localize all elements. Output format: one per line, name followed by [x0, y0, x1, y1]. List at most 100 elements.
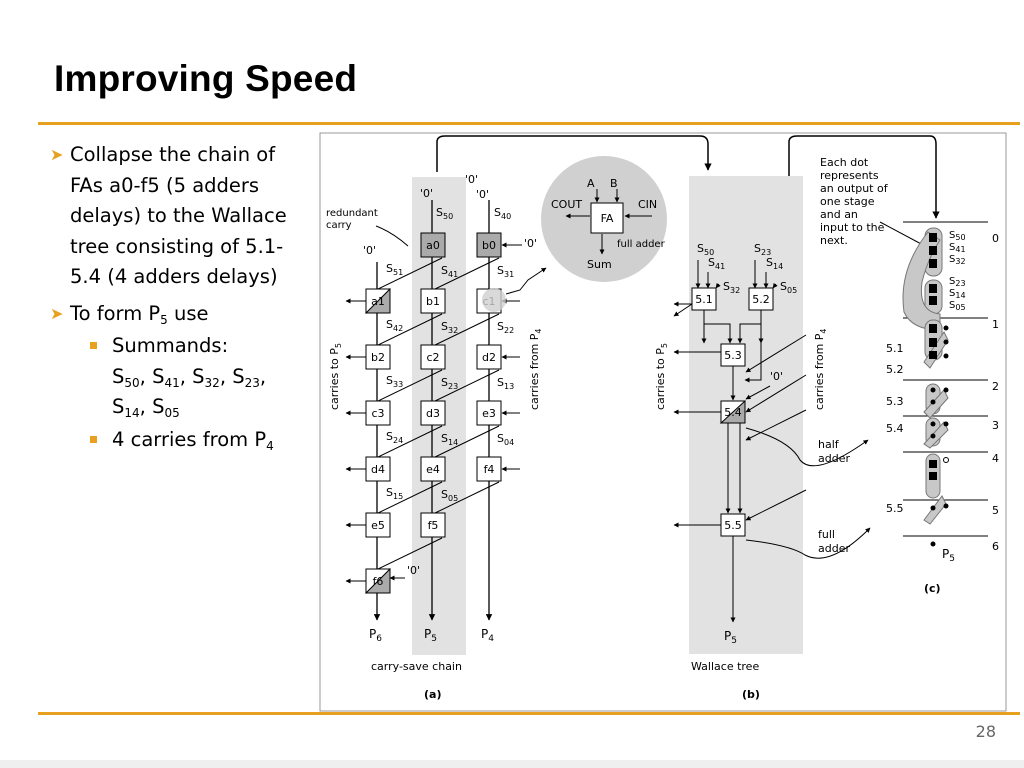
svg-text:d3: d3	[426, 407, 440, 420]
svg-text:5: 5	[992, 504, 999, 517]
svg-text:(a): (a)	[424, 688, 441, 701]
svg-text:5.5: 5.5	[724, 519, 742, 532]
bullet-list: ➤ Collapse the chain of FAs a0-f5 (5 add…	[50, 140, 325, 455]
svg-text:CIN: CIN	[638, 198, 657, 211]
svg-text:(b): (b)	[742, 688, 760, 701]
svg-text:B: B	[610, 177, 618, 190]
svg-text:6: 6	[992, 540, 999, 553]
svg-text:one stage: one stage	[820, 195, 875, 208]
svg-text:S14: S14	[949, 288, 966, 300]
svg-text:P5: P5	[724, 629, 737, 646]
svg-text:b2: b2	[371, 351, 385, 364]
dot-diagram: Each dot represents an output of one sta…	[820, 156, 999, 595]
svg-text:adder: adder	[818, 542, 850, 555]
svg-text:full: full	[818, 528, 835, 541]
svg-text:P5: P5	[424, 627, 437, 644]
svg-text:3: 3	[992, 419, 999, 432]
svg-text:COUT: COUT	[551, 198, 582, 211]
svg-text:5.4: 5.4	[886, 422, 904, 435]
svg-text:carries from P4: carries from P4	[528, 328, 543, 410]
svg-text:'0': '0'	[770, 370, 783, 383]
svg-text:e3: e3	[482, 407, 496, 420]
svg-text:P6: P6	[369, 627, 382, 644]
svg-text:1: 1	[992, 318, 999, 331]
svg-text:'0': '0'	[524, 237, 537, 250]
svg-text:S05: S05	[949, 300, 966, 312]
top-divider	[38, 122, 1020, 125]
svg-text:S41: S41	[949, 242, 966, 254]
svg-text:adder: adder	[818, 452, 850, 465]
svg-text:S22: S22	[497, 320, 514, 335]
connector-a-to-b	[436, 135, 712, 172]
square-bullet-icon	[90, 342, 97, 349]
svg-text:half: half	[818, 438, 840, 451]
svg-text:Each dot: Each dot	[820, 156, 869, 169]
svg-text:S31: S31	[497, 264, 514, 279]
svg-text:Wallace tree: Wallace tree	[691, 660, 759, 673]
arrow-bullet-icon: ➤	[50, 303, 64, 323]
svg-text:carry-save chain: carry-save chain	[371, 660, 462, 673]
svg-text:d4: d4	[371, 463, 385, 476]
subbullet-carries: 4 carries from P4	[50, 425, 325, 456]
figure-frame	[319, 132, 1007, 712]
svg-text:f6: f6	[373, 575, 384, 588]
svg-text:redundant: redundant	[326, 208, 378, 219]
box-labels-b: 5.1 5.2 5.3 5.4 5.5	[695, 293, 770, 532]
svg-text:5.2: 5.2	[752, 293, 770, 306]
note-text: Each dot represents an output of one sta…	[820, 156, 889, 247]
svg-text:input to the: input to the	[820, 221, 885, 234]
svg-text:S42: S42	[386, 318, 403, 333]
svg-text:'0': '0'	[465, 173, 478, 186]
svg-text:5.3: 5.3	[886, 395, 904, 408]
svg-text:carries to P5: carries to P5	[654, 343, 669, 410]
slide-title: Improving Speed	[54, 58, 358, 99]
svg-text:carries to P5: carries to P5	[328, 343, 343, 410]
svg-text:Sum: Sum	[587, 258, 612, 271]
svg-text:S15: S15	[386, 486, 403, 501]
svg-text:c2: c2	[426, 351, 439, 364]
svg-text:0: 0	[992, 232, 999, 245]
stage-labels: 5.1 5.2 5.3 5.4 5.5	[886, 342, 904, 515]
svg-text:'0': '0'	[476, 188, 489, 201]
bottom-divider	[38, 712, 1020, 715]
svg-text:FA: FA	[601, 212, 614, 225]
svg-text:carries from P4: carries from P4	[813, 328, 828, 410]
svg-text:A: A	[587, 177, 595, 190]
svg-text:S24: S24	[386, 430, 403, 445]
svg-text:next.: next.	[820, 234, 848, 247]
carry-save-chain: '0' '0' '0' '0' '0' '0' redundant carry …	[326, 173, 543, 701]
svg-text:'0': '0'	[407, 564, 420, 577]
level-labels: 0 1 2 3 4 5 6	[992, 232, 999, 553]
svg-text:b0: b0	[482, 239, 496, 252]
shade-column-b	[689, 176, 803, 654]
svg-text:5.1: 5.1	[695, 293, 713, 306]
arrow-bullet-icon: ➤	[50, 145, 64, 164]
full-adder-bubble: FA A B COUT CIN Sum full adder	[482, 156, 667, 312]
svg-text:4: 4	[992, 452, 999, 465]
svg-text:5.2: 5.2	[886, 363, 904, 376]
svg-text:2: 2	[992, 380, 999, 393]
svg-text:e4: e4	[426, 463, 440, 476]
svg-text:S04: S04	[497, 432, 514, 447]
svg-text:5.5: 5.5	[886, 502, 904, 515]
connector-b-to-c	[788, 135, 940, 219]
svg-text:S51: S51	[386, 262, 403, 277]
svg-text:'0': '0'	[420, 187, 433, 200]
svg-text:S33: S33	[386, 374, 403, 389]
svg-text:S32: S32	[949, 254, 966, 266]
svg-text:S40: S40	[494, 206, 511, 221]
svg-text:S23: S23	[949, 276, 966, 288]
svg-text:S50: S50	[949, 230, 966, 242]
svg-text:b1: b1	[426, 295, 440, 308]
svg-text:f4: f4	[484, 463, 495, 476]
svg-text:full adder: full adder	[617, 239, 666, 250]
svg-text:(c): (c)	[924, 582, 941, 595]
svg-text:c3: c3	[371, 407, 384, 420]
square-bullet-icon	[90, 435, 97, 443]
svg-text:represents: represents	[820, 169, 879, 182]
svg-text:d2: d2	[482, 351, 496, 364]
svg-text:e5: e5	[371, 519, 385, 532]
bullet-form-p5: ➤ To form P5 use	[50, 299, 325, 330]
bullet-collapse-chain: ➤ Collapse the chain of FAs a0-f5 (5 add…	[50, 140, 325, 293]
svg-text:P5: P5	[942, 547, 955, 564]
